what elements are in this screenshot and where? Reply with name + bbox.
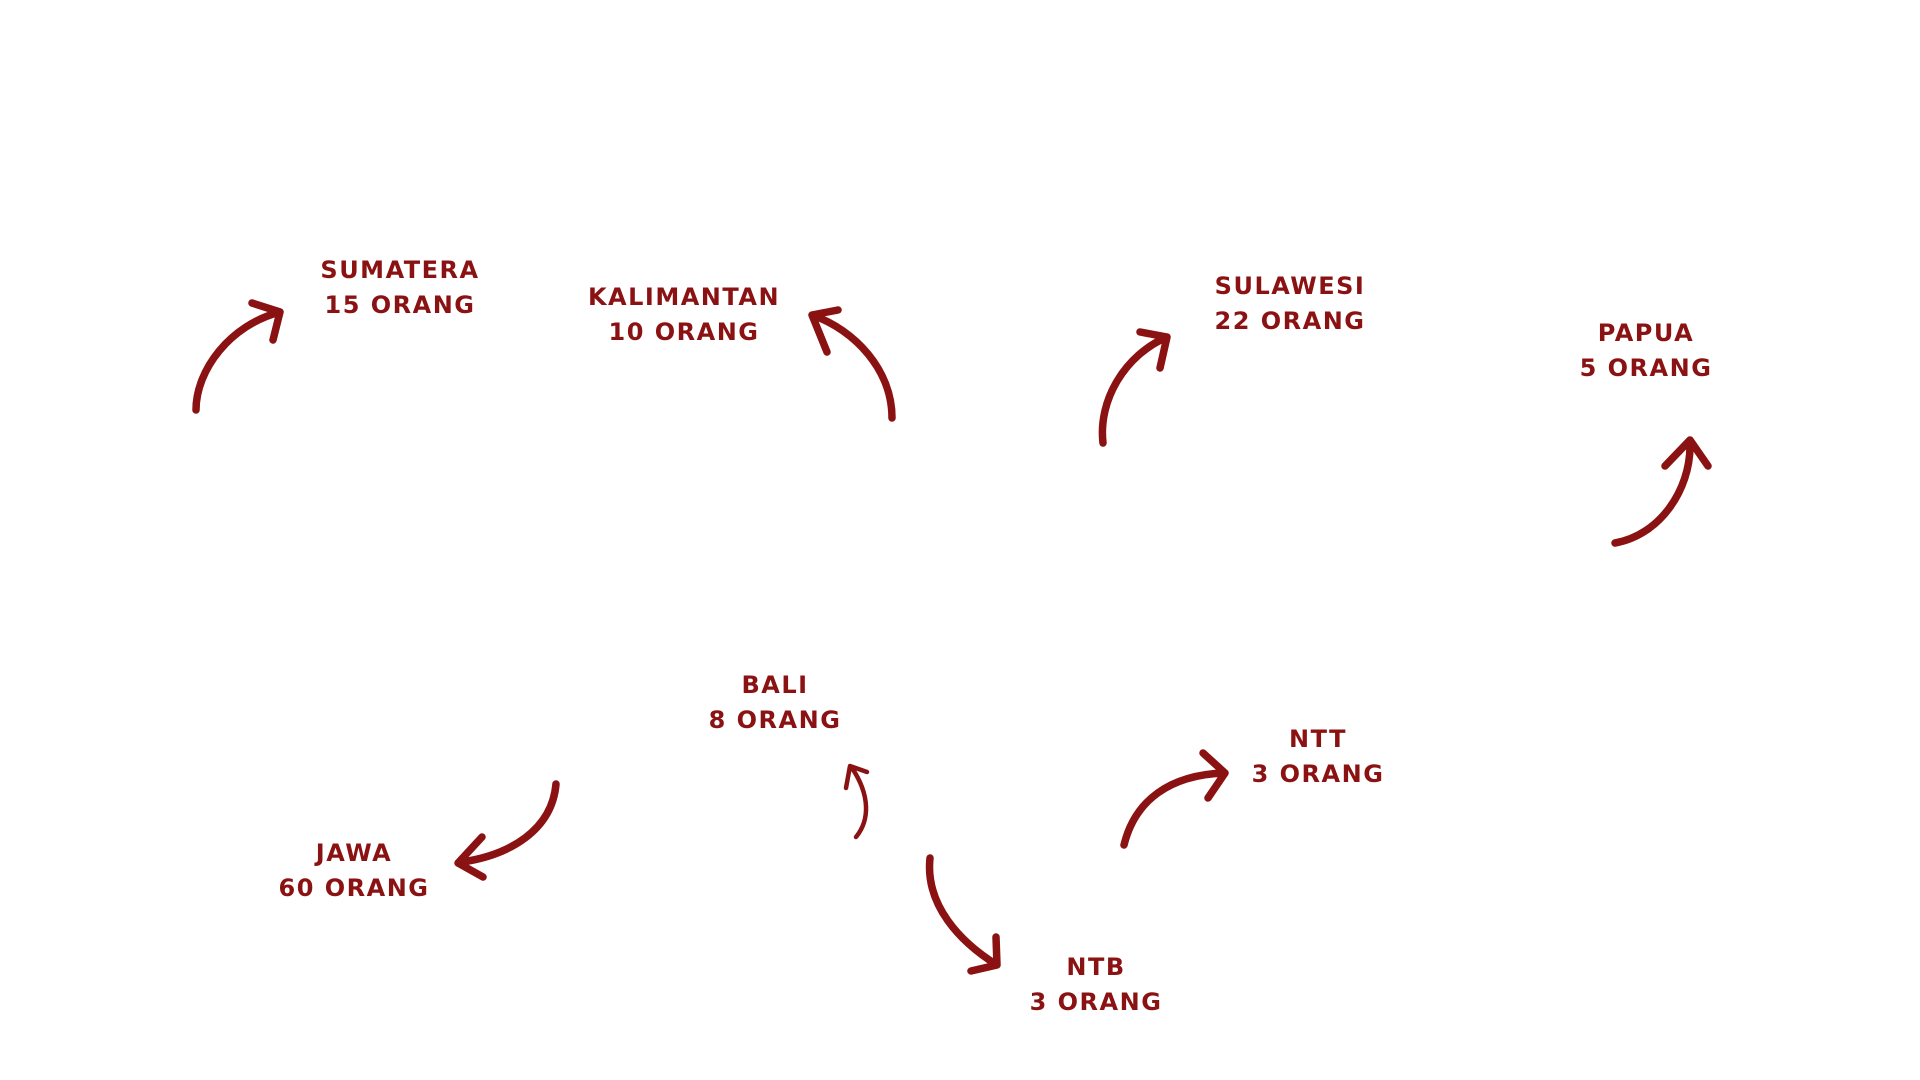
region-sumatera: SUMATERA 15 ORANG bbox=[320, 253, 479, 323]
region-ntb: NTB 3 ORANG bbox=[1030, 950, 1163, 1020]
region-count: 3 ORANG bbox=[1029, 988, 1163, 1016]
region-count: 8 ORANG bbox=[708, 706, 842, 734]
region-count: 22 ORANG bbox=[1214, 307, 1366, 335]
region-count: 10 ORANG bbox=[608, 318, 760, 346]
arrow-papua bbox=[1611, 436, 1712, 547]
region-count: 5 ORANG bbox=[1579, 354, 1713, 382]
region-kalimantan: KALIMANTAN 10 ORANG bbox=[588, 280, 780, 350]
arrow-ntb bbox=[925, 854, 1001, 975]
arrow-sumatera bbox=[192, 299, 284, 414]
region-count: 3 ORANG bbox=[1251, 760, 1385, 788]
region-papua: PAPUA 5 ORANG bbox=[1580, 316, 1713, 386]
region-ntt: NTT 3 ORANG bbox=[1252, 722, 1385, 792]
region-name: BALI bbox=[741, 671, 809, 699]
arrow-jawa bbox=[454, 780, 560, 881]
region-jawa: JAWA 60 ORANG bbox=[279, 836, 430, 906]
region-bali: BALI 8 ORANG bbox=[709, 668, 842, 738]
arrow-sulawesi bbox=[1098, 328, 1171, 447]
region-name: SULAWESI bbox=[1214, 272, 1366, 300]
region-count: 60 ORANG bbox=[278, 874, 430, 902]
arrow-bali bbox=[843, 763, 870, 840]
region-name: SUMATERA bbox=[320, 256, 480, 284]
region-name: NTT bbox=[1289, 725, 1347, 753]
region-name: KALIMANTAN bbox=[587, 283, 781, 311]
region-name: NTB bbox=[1066, 953, 1126, 981]
region-name: PAPUA bbox=[1597, 319, 1695, 347]
arrow-ntt bbox=[1120, 749, 1229, 849]
region-sulawesi: SULAWESI 22 ORANG bbox=[1215, 269, 1366, 339]
region-count: 15 ORANG bbox=[324, 291, 476, 319]
region-name: JAWA bbox=[315, 839, 393, 867]
arrow-kalimantan bbox=[808, 306, 896, 422]
